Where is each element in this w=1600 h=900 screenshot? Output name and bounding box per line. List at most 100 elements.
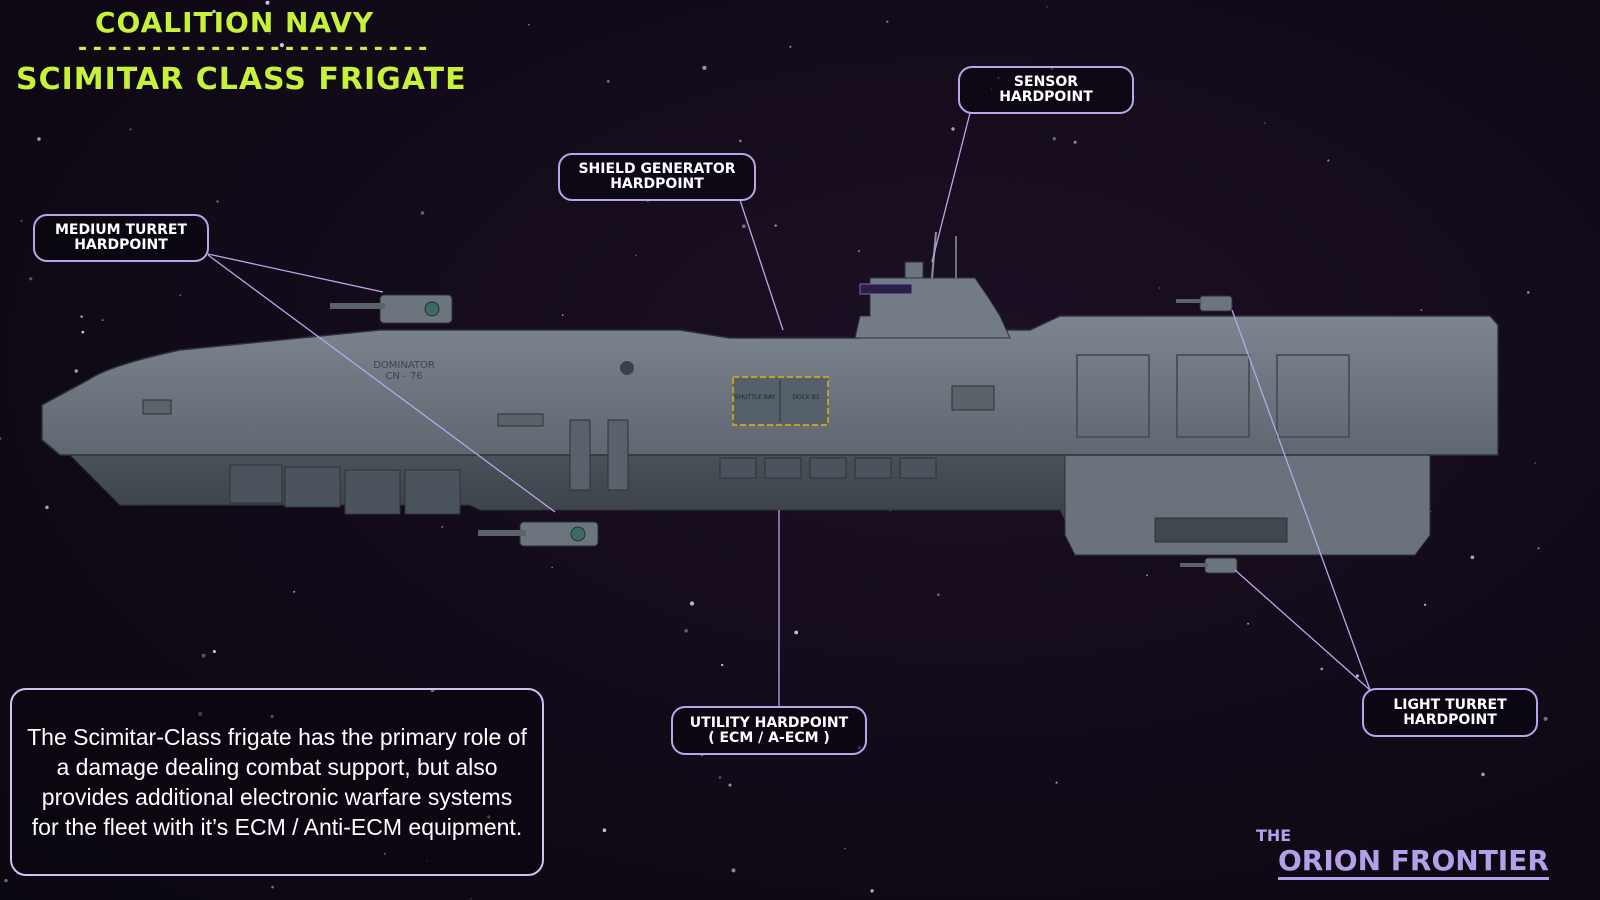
star [606,79,610,83]
mid-block-5 [899,457,937,479]
bridge-window [859,283,913,295]
star [602,828,607,833]
hull-number: CN - 76 [385,371,422,382]
star [201,653,206,658]
star [179,294,182,297]
description-box: The Scimitar-Class frigate has the prima… [10,688,544,876]
star [1247,622,1250,625]
turret-bottom-base [519,521,599,547]
turret-top-base [379,294,453,324]
star [1481,772,1485,777]
leader-light-top [1231,309,1371,691]
callout-shield-line1: SHIELD GENERATOR [578,161,736,177]
brand-orion-frontier-logo: ORION FRONTIER [1278,845,1549,880]
turret-bottom-lens [570,526,586,542]
star [857,249,861,253]
pod-2 [284,466,341,508]
star [739,139,742,143]
hull-detail-3 [951,385,995,411]
star [870,889,874,893]
star [721,663,724,667]
aft-panel-3 [1276,354,1350,438]
star [122,792,125,794]
star [702,65,707,71]
star [561,314,564,316]
light-turret-bottom-barrel [1180,563,1208,567]
star [279,43,284,48]
mid-block-1 [719,457,757,479]
star [20,220,23,222]
turret-top-lens [424,301,440,317]
callout-sensor-line1: SENSOR [1013,74,1079,90]
star [794,630,799,635]
hatch-right-label: DOCK B1 [792,394,819,401]
callout-medium-line2: HARDPOINT [74,237,168,253]
star [1073,140,1077,144]
leader-light-bottom [1234,569,1371,691]
star [844,848,846,850]
hull-strut-1 [569,419,591,491]
pod-1 [229,464,283,504]
hull-emblem [620,361,634,375]
star [380,794,384,798]
mid-block-2 [764,457,802,479]
callout-light-line1: LIGHT TURRET [1393,696,1507,713]
star [129,128,132,131]
star [1543,716,1548,721]
star [1537,547,1540,550]
star [293,590,296,593]
title-divider: - - - - - - - - - - - - - - - - - - - - … [78,36,427,61]
star [1264,122,1266,124]
star [74,369,78,373]
star [80,315,83,318]
sensor-dome [904,261,924,279]
star [45,505,49,510]
star [81,330,85,334]
star [212,9,216,14]
aft-panel-2 [1176,354,1250,438]
hull-strut-2 [607,419,629,491]
star [420,211,425,215]
star [1527,291,1530,294]
star [271,885,274,889]
aft-panel-1 [1076,354,1150,438]
light-turret-top-barrel [1176,299,1202,303]
star [728,783,732,787]
mid-block-4 [854,457,892,479]
star [470,898,472,900]
star [1146,574,1149,577]
pod-4 [404,469,461,515]
star [689,601,695,606]
star [498,733,502,737]
hull-detail-1 [142,399,172,415]
star [1052,137,1056,141]
aft-vent [1154,517,1288,543]
leader-medium-bottom [207,254,556,513]
star [212,649,216,654]
star [1320,667,1324,671]
star [1046,6,1048,8]
star [886,20,889,23]
star [1417,851,1421,855]
star [101,319,104,322]
callout-sensor-hardpoint: SENSOR HARDPOINT [958,66,1134,114]
star [0,437,2,440]
star [487,815,491,819]
light-turret-bottom [1204,557,1238,574]
callout-medium-line1: MEDIUM TURRET [54,222,188,238]
star [684,628,688,633]
star [383,852,386,855]
hull-detail-2 [497,413,544,427]
hull-name: DOMINATOR [373,360,435,371]
star [1355,674,1359,678]
light-turret-top [1199,295,1233,312]
star [29,277,33,281]
callout-shield-generator-hardpoint: SHIELD GENERATOR HARDPOINT [558,153,756,201]
star [1423,603,1427,606]
star [198,711,203,716]
star [774,224,777,227]
callout-utility-line1: UTILITY HARDPOINT [689,714,849,731]
leader-sensor [931,112,971,263]
star [718,776,722,779]
